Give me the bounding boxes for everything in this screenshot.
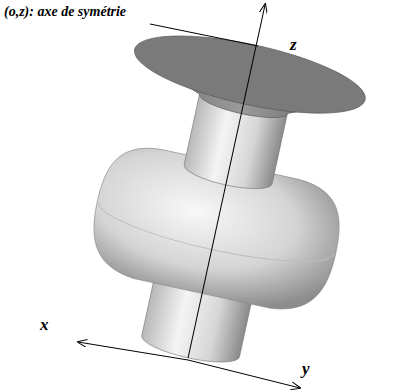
x-axis bbox=[78, 342, 188, 360]
axis-letter: y bbox=[302, 360, 310, 379]
solid-group bbox=[69, 0, 385, 384]
y-axis bbox=[188, 360, 300, 388]
axis-letter: z bbox=[290, 36, 297, 55]
leader-line bbox=[150, 24, 258, 46]
axis-note: (o,z): axe de symétrie bbox=[4, 4, 126, 19]
axis-letter: x bbox=[40, 316, 49, 335]
z-axis bbox=[188, 4, 265, 358]
